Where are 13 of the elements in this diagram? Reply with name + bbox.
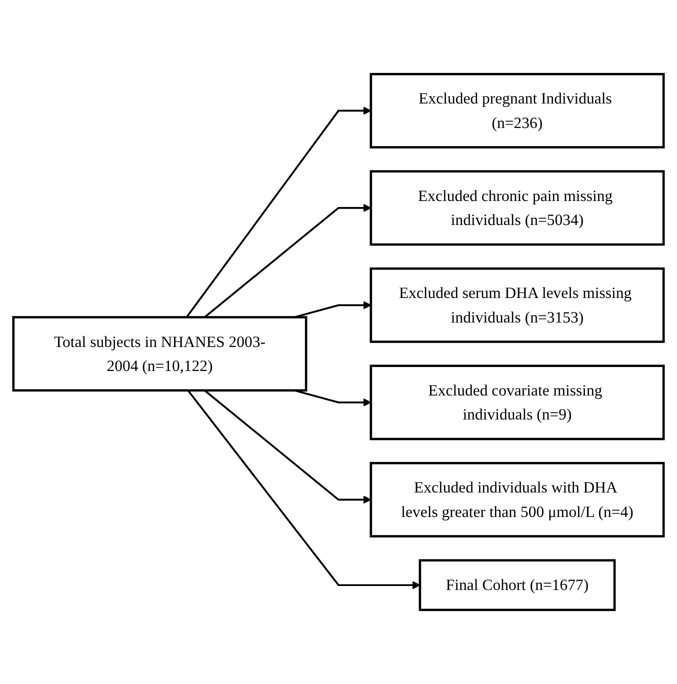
arrow [294, 390, 372, 406]
node-box: Total subjects in NHANES 2003-2004 (n=10,122) [12, 316, 308, 392]
arrow [204, 390, 372, 504]
node-box: Excluded pregnant Individuals (n=236) [370, 72, 665, 148]
node-box: Final Cohort (n=1677) [418, 559, 616, 612]
arrow [204, 204, 372, 318]
arrow [294, 301, 372, 318]
node-box: Excluded serum DHA levels missing individuals (n=3153) [370, 267, 665, 343]
node-box: Excluded covariate missing individuals (n=9) [370, 364, 665, 440]
node-box: Excluded chronic pain missing individuals (n=5034) [370, 170, 665, 246]
node-box: Excluded individuals with DHA levels greater than 500 μmol/L (n=4) [370, 462, 665, 538]
arrow [187, 390, 420, 590]
arrow [186, 106, 372, 318]
